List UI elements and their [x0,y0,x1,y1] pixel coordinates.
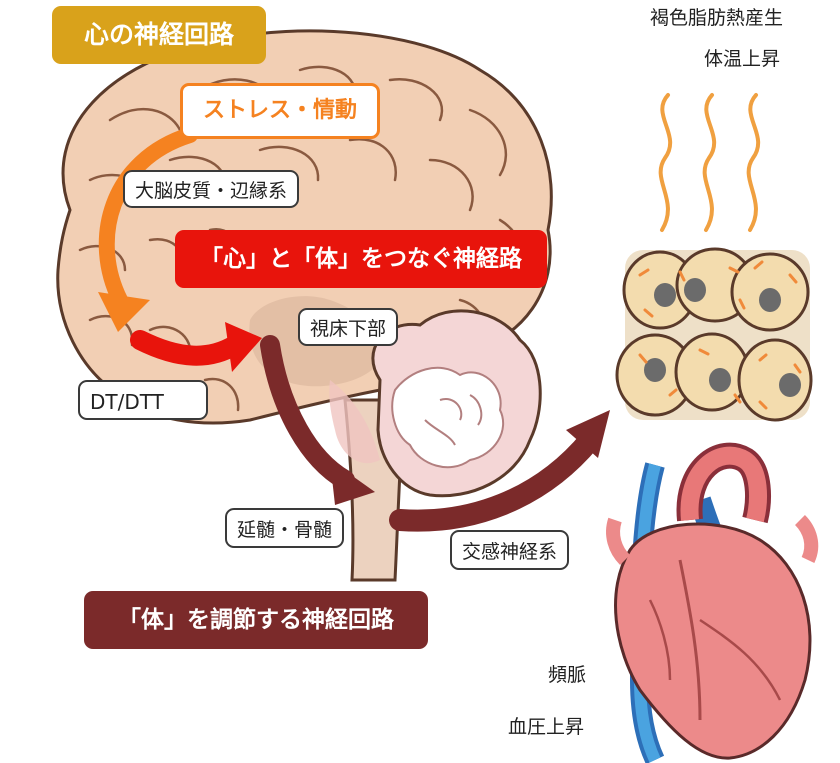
stress-arrow-head [98,292,150,332]
hypothalamus-label: 視床下部 [298,308,399,346]
page-title: 心の神経回路 [52,6,266,64]
mind-body-connect-banner: 「心」と「体」をつなぐ神経路 [175,230,547,288]
brown-fat-cells [615,247,813,422]
dt-dtt-label: DT/DTT [78,380,208,420]
connect-arrow-head [225,322,262,372]
cerebellum-folia [424,394,483,446]
connect-arrow-curve [130,330,245,366]
sympathetic-arrow-curve [389,429,601,532]
body-temperature-rise-text: 体温上昇 [704,48,781,70]
descending-arrow-head [330,460,375,505]
cortex-limbic-label: 大脳皮質・辺縁系 [123,170,300,208]
tachycardia-text: 頻脈 [548,664,587,686]
sympathetic-nervous-label: 交感神経系 [450,530,570,570]
medulla-spinal-label: 延髄・骨髄 [225,508,345,548]
mitochondria [638,260,802,410]
cerebellum-arbor [391,366,505,469]
sympathetic-arrow-head [566,410,610,458]
pons [329,380,380,464]
stress-emotion-box: ストレス・情動 [180,83,380,139]
body-regulation-banner: 「体」を調節する神経回路 [84,591,428,649]
heart-body [614,522,812,760]
heart-illustration [606,442,819,763]
heat-waves-icon [658,93,761,232]
brown-fat-thermogenesis-text: 褐色脂肪熱産生 [650,7,784,29]
blood-pressure-rise-text: 血圧上昇 [508,716,585,738]
stress-arrow-curve [98,127,198,308]
